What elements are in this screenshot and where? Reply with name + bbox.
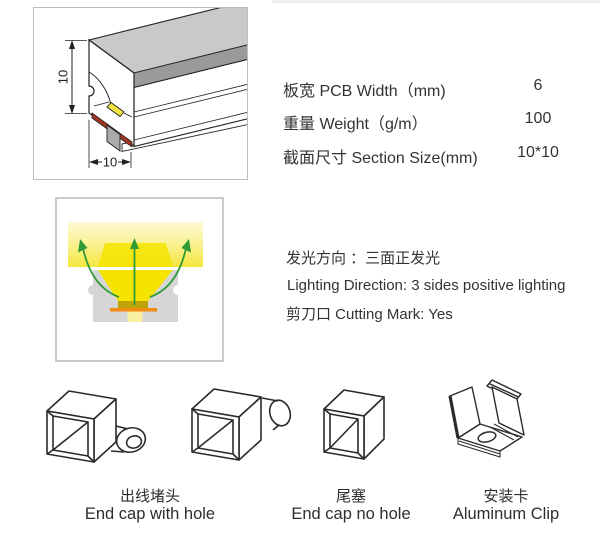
label-end-cap-no-hole-cn: 尾塞: [335, 488, 366, 505]
reflector-ledges: [93, 101, 133, 118]
lighting-direction-en: Lighting Direction: 3 sides positive lig…: [287, 277, 566, 294]
pcb-bar: [110, 308, 157, 312]
clip-screw-hole: [477, 431, 497, 443]
lighting-direction-cn: 发光方向 ：三面正发光: [286, 250, 441, 267]
cap-inner-edges: [191, 408, 240, 461]
label-aluminum-clip-en: Aluminum Clip: [452, 505, 560, 523]
cap-inner-edges: [323, 408, 365, 460]
label-aluminum-clip-cn: 安装卡: [483, 488, 529, 505]
cap-nozzle-hole: [125, 435, 143, 449]
led-chip: [118, 301, 148, 308]
light-band-core: [98, 243, 173, 267]
led-chip: [106, 101, 125, 118]
side-face-groove-lines: [133, 84, 247, 141]
top-edge-artifact: [272, 0, 600, 3]
dim-arrow-down-icon: [69, 105, 75, 114]
spec-value-pcb-width: 6: [533, 77, 543, 94]
spec-value-weight: 100: [524, 110, 552, 127]
dimension-width-label: 10: [103, 155, 117, 170]
cap-nozzle-back: [268, 399, 292, 427]
spec-label-pcb-width: 板宽 PCB Width（mm): [283, 83, 446, 100]
label-end-cap-no-hole-en: End cap no hole: [291, 505, 411, 523]
clip-base-front-steps: [457, 438, 501, 458]
end-cap-with-hole-back-figure: [183, 379, 295, 476]
dimension-height-label: 10: [56, 70, 71, 84]
cap-inner-edges: [46, 410, 95, 463]
dimension-height: [65, 40, 87, 114]
clip-right-wall: [491, 386, 525, 436]
label-end-cap-with-hole-en: End cap with hole: [84, 505, 216, 523]
bottom-fin: [106, 124, 121, 152]
cavity-curve: [88, 71, 112, 106]
profile-drawing: 10 10: [56, 8, 247, 170]
end-cap-no-hole-figure: [316, 383, 406, 475]
spec-value-section-size: 10*10: [517, 144, 559, 161]
end-cap-with-hole-front-figure: [38, 384, 150, 476]
label-end-cap-with-hole-cn: 出线堵头: [119, 488, 180, 505]
cutting-mark-line: 剪刀口 Cutting Mark: Yes: [286, 306, 453, 323]
dim-arrow-right-icon: [122, 159, 131, 165]
direction-arrows: [81, 245, 188, 305]
clip-left-wall-edge: [448, 395, 460, 439]
light-cone: [98, 270, 173, 301]
lighting-diagram: [68, 222, 203, 322]
clip-lip-line: [488, 382, 519, 398]
dim-arrow-left-icon: [89, 159, 98, 165]
arrow-up-icon: [130, 238, 139, 249]
profile-drawing-box: 10 10: [33, 7, 248, 180]
lighting-diagram-box: [55, 197, 224, 362]
arrow-up-right-icon: [181, 239, 191, 253]
clip-base-rail: [489, 423, 519, 441]
down-beam: [127, 311, 143, 322]
cap-nozzle-back-lines: [261, 397, 280, 431]
spec-label-section-size: 截面尺寸 Section Size(mm): [283, 150, 478, 167]
arrow-up-left-icon: [78, 239, 88, 253]
dim-arrow-up-icon: [69, 40, 75, 49]
spec-label-weight: 重量 Weight（g/m）: [283, 116, 428, 133]
aluminum-clip-figure: [438, 378, 540, 478]
